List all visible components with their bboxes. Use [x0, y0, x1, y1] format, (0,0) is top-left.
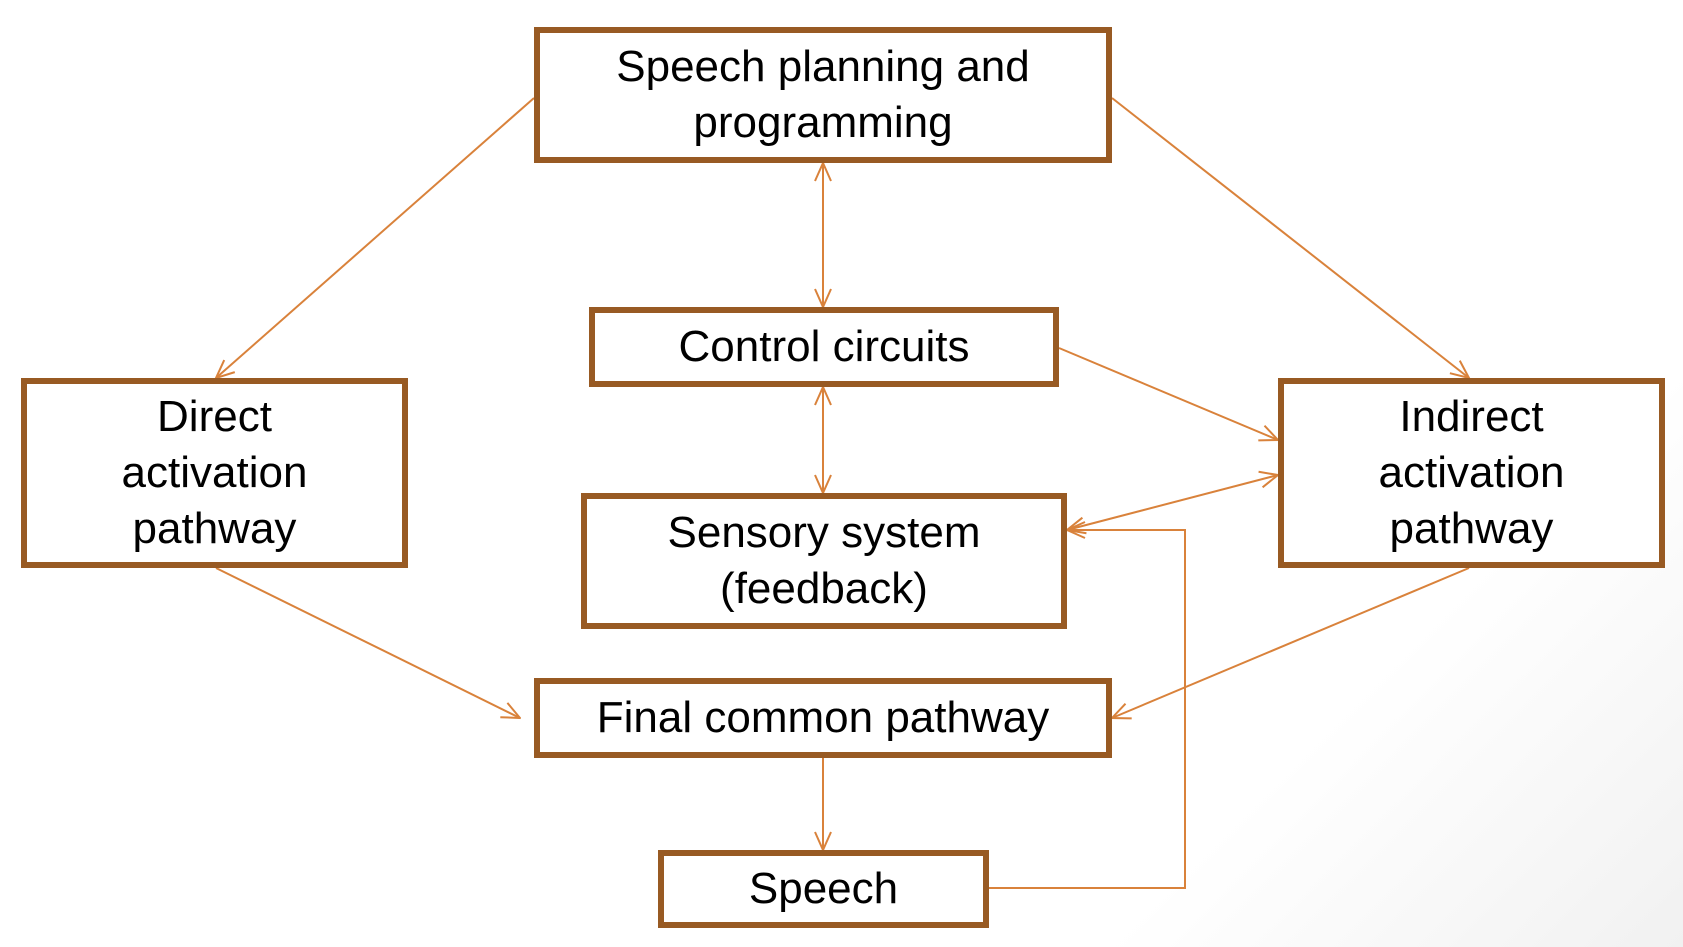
edge-speech-to-sensory — [989, 530, 1186, 889]
sensory-system-label: Sensory system (feedback) — [667, 508, 981, 613]
speech-planning-label: Speech planning and programming — [616, 42, 1030, 147]
edge-sensory-indirect — [1067, 475, 1278, 530]
sensory-system-box: Sensory system (feedback) — [581, 493, 1067, 629]
speech-planning-box: Speech planning and programming — [534, 27, 1112, 163]
control-circuits-box: Control circuits — [589, 307, 1059, 387]
edge-planning-to-direct — [216, 97, 535, 378]
control-circuits-label: Control circuits — [678, 322, 970, 371]
edge-control-to-indirect — [1058, 347, 1278, 440]
speech-label: Speech — [748, 864, 899, 913]
direct-activation-pathway-box: Direct activation pathway — [21, 378, 408, 568]
direct-activation-pathway-label: Direct activation pathway — [121, 392, 308, 553]
final-common-pathway-label: Final common pathway — [596, 693, 1050, 742]
indirect-activation-pathway-label: Indirect activation pathway — [1378, 392, 1565, 553]
speech-box: Speech — [658, 850, 989, 928]
indirect-activation-pathway-box: Indirect activation pathway — [1278, 378, 1665, 568]
edge-planning-to-indirect — [1111, 97, 1469, 378]
edge-direct-to-final — [215, 567, 520, 718]
final-common-pathway-box: Final common pathway — [534, 678, 1112, 758]
edge-indirect-to-final — [1112, 567, 1470, 718]
